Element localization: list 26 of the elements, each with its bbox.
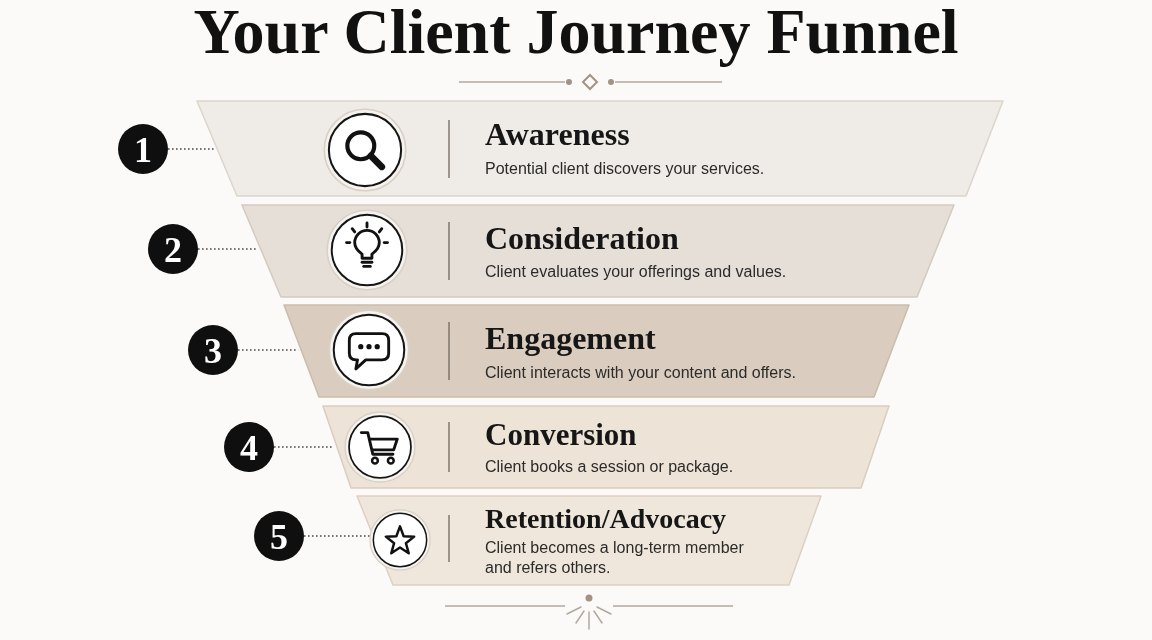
funnel-band: [356, 495, 822, 586]
leader-line: [237, 349, 299, 351]
step-number: 5: [254, 511, 304, 561]
leader-line: [303, 535, 371, 537]
leader-line: [197, 248, 259, 250]
stage-description: Client becomes a long-term member and refers others.: [485, 538, 745, 578]
leader-line: [167, 148, 215, 150]
stage-heading: Engagement: [485, 321, 656, 357]
leader-line: [273, 446, 335, 448]
stage-description: Potential client discovers your services.: [485, 159, 766, 179]
stage-description: Client interacts with your content and offers.: [485, 363, 797, 383]
stage-heading: Conversion: [485, 418, 637, 453]
title: Your Client Journey Funnel: [192, 0, 960, 68]
step-number: 3: [188, 325, 238, 375]
funnel-band: [196, 100, 1004, 197]
stage-description: Client books a session or package.: [485, 457, 735, 477]
funnel-band: [322, 405, 890, 489]
stage-heading: Awareness: [485, 117, 630, 153]
step-number: 1: [118, 124, 168, 174]
stage-heading: Consideration: [485, 221, 679, 257]
stage-description: Client evaluates your offerings and values.: [485, 262, 788, 282]
funnel-band: [283, 304, 910, 398]
stage-heading: Retention/Advocacy: [485, 504, 727, 535]
step-number: 4: [224, 422, 274, 472]
funnel-band: [241, 204, 955, 298]
step-number: 2: [148, 224, 198, 274]
